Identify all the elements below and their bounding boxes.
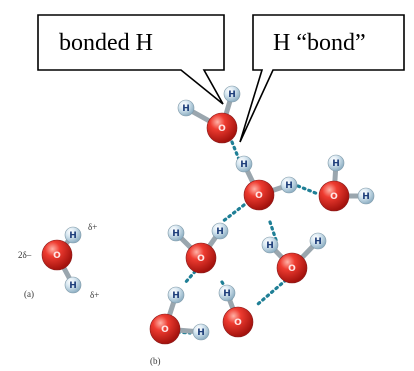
water-molecule-center: H H O: [235, 155, 298, 211]
water-molecule-left: H H O: [167, 222, 229, 274]
oxygen-label: O: [330, 192, 338, 202]
hydrogen-label: H: [172, 291, 180, 301]
hydrogen-bond: [256, 278, 288, 306]
charge-delta-plus-bottom: δ+: [90, 290, 99, 300]
hydrogen-bond: [296, 184, 320, 196]
oxygen-label: O: [234, 318, 242, 328]
hydrogen-bond: [182, 265, 201, 286]
hydrogen-label: H: [228, 90, 236, 100]
water-molecule-lower-right: H H O: [261, 232, 327, 284]
panel-label-a: (a): [24, 289, 34, 299]
oxygen-label: O: [288, 264, 296, 274]
callout-bonded-h-label: bonded H: [59, 30, 153, 56]
oxygen-label: O: [53, 251, 61, 261]
water-molecule-bottom-center: H O: [218, 284, 254, 338]
oxygen-label: O: [161, 325, 169, 335]
callout-h-bond-label: H “bond”: [273, 30, 366, 56]
oxygen-label: O: [255, 191, 263, 201]
hydrogen-bond: [220, 203, 246, 224]
water-molecule-top: H H O: [177, 85, 241, 144]
oxygen-label: O: [197, 254, 205, 264]
hydrogen-label: H: [362, 192, 370, 202]
panel-label-b: (b): [150, 356, 161, 366]
oxygen-label: O: [218, 124, 226, 134]
water-molecule-a: O H H: [41, 226, 82, 294]
callout-bonded-h-box: [37, 14, 225, 105]
hydrogen-label: H: [69, 231, 77, 241]
water-molecule-bottom-left: H H O: [149, 286, 210, 345]
hydrogen-label: H: [69, 281, 77, 291]
hydrogen-label: H: [332, 159, 340, 169]
charge-delta-plus-top: δ+: [88, 222, 97, 232]
hydrogen-label: H: [197, 328, 205, 338]
hydrogen-bond: [268, 220, 278, 242]
hydrogen-label: H: [240, 160, 248, 170]
hydrogen-label: H: [314, 237, 322, 247]
hydrogen-label: H: [216, 227, 224, 237]
hydrogen-label: H: [266, 241, 274, 251]
hydrogen-label: H: [172, 229, 180, 239]
hydrogen-label: H: [182, 104, 190, 114]
hydrogen-label: H: [223, 289, 231, 299]
charge-two-delta-minus: 2δ–: [18, 250, 32, 260]
water-molecule-right: H H O: [318, 154, 375, 212]
callout-h-bond-box: [239, 14, 405, 143]
hydrogen-label: H: [285, 181, 293, 191]
